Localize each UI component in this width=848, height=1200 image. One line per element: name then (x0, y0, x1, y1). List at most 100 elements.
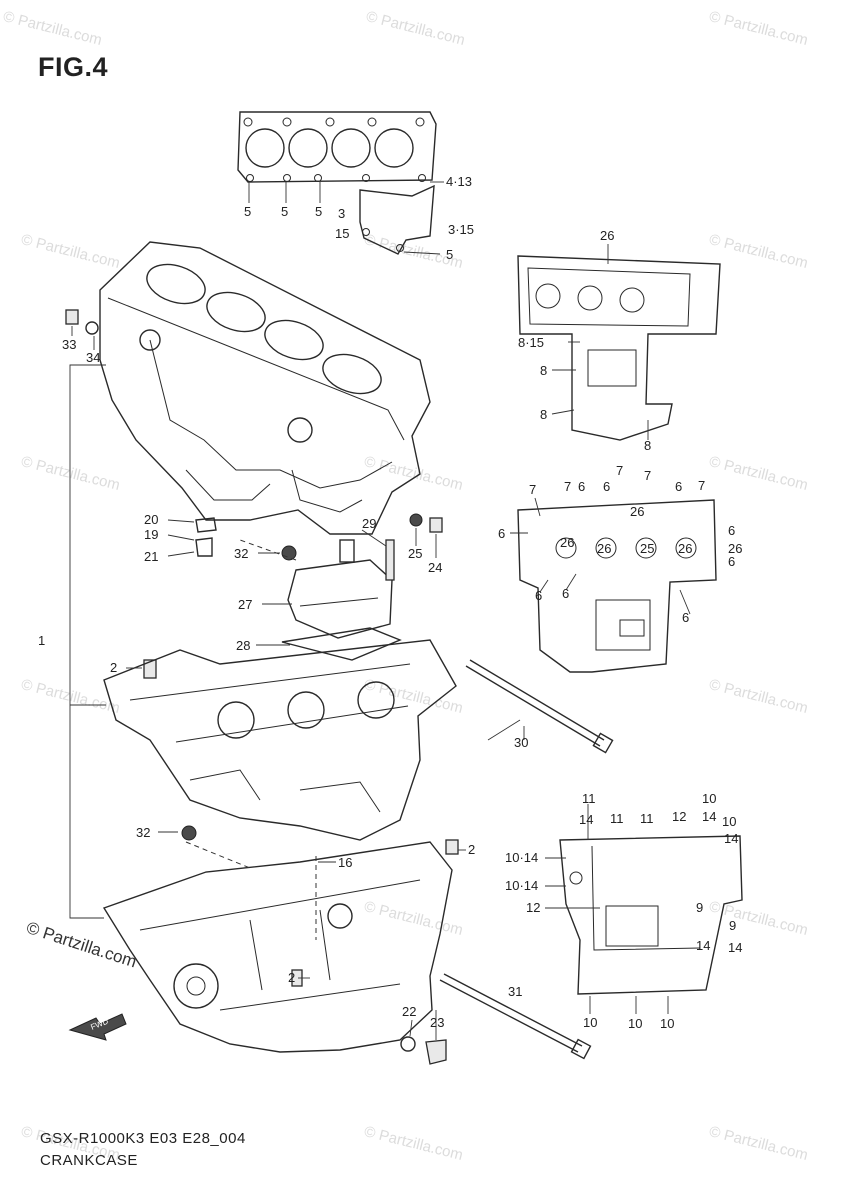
callout: 6 (682, 610, 689, 625)
crankcase-bolt-31 (439, 973, 592, 1060)
callout: 7 (529, 482, 536, 497)
callout: 21 (144, 549, 158, 564)
crankcase-bolt-30 (465, 659, 614, 754)
callout: 6 (728, 554, 735, 569)
callout: 1 (38, 633, 45, 648)
callout: 2 (110, 660, 117, 675)
callout: 10·14 (505, 878, 538, 893)
figure-title: FIG.4 (38, 52, 109, 82)
callout: 8 (644, 438, 651, 453)
upper-crankcase-illustration (99, 241, 431, 535)
diagram-name: CRANKCASE (40, 1152, 138, 1169)
callout: 7 (616, 463, 623, 478)
callout: 6 (535, 588, 542, 603)
callout: 28 (236, 638, 250, 653)
callout: 14 (728, 940, 742, 955)
washer-34 (85, 321, 99, 335)
callout: 6 (603, 479, 610, 494)
callout: 7 (698, 478, 705, 493)
callout: 11 (640, 811, 654, 826)
callout: 26 (600, 228, 614, 243)
callout: 32 (234, 546, 248, 561)
washer-22 (400, 1036, 416, 1052)
callout: 15 (335, 226, 349, 241)
plug-24 (429, 517, 443, 533)
drain-plug-23 (425, 1039, 447, 1065)
callout: 10 (702, 791, 716, 806)
washer-25 (409, 513, 423, 527)
callout: 9 (729, 918, 736, 933)
callout: 3 (338, 206, 345, 221)
callout: 26 (630, 504, 644, 519)
callout: 34 (86, 350, 100, 365)
callout: 8 (540, 363, 547, 378)
callout: 6 (498, 526, 505, 541)
callout: 12 (672, 809, 686, 824)
callout: 24 (428, 560, 442, 575)
callout: 14 (696, 938, 710, 953)
callout: 29 (362, 516, 376, 531)
callout: 11 (582, 791, 596, 806)
callout: 25 (640, 541, 654, 556)
fitting-21 (195, 537, 213, 557)
callout: 2 (468, 842, 475, 857)
callout: 8·15 (518, 335, 544, 350)
callout: 26 (678, 541, 692, 556)
head-gasket-illustration (237, 111, 437, 255)
callout: 8 (540, 407, 547, 422)
callout: 10 (722, 814, 736, 829)
fitting-20 (195, 517, 217, 533)
callout: 11 (610, 811, 624, 826)
callout: 7 (644, 468, 651, 483)
callout: 6 (675, 479, 682, 494)
callout: 26 (728, 541, 742, 556)
callout: 9 (696, 900, 703, 915)
callout: 10 (628, 1016, 642, 1031)
callout: 14 (702, 809, 716, 824)
callout: 5 (281, 204, 288, 219)
callout: 30 (514, 735, 528, 750)
callout: 16 (338, 855, 352, 870)
callout: 5 (244, 204, 251, 219)
lower-crankcase-illustration (102, 841, 453, 1053)
callout: 31 (508, 984, 522, 999)
callout: 23 (430, 1015, 444, 1030)
callout: 32 (136, 825, 150, 840)
callout: 20 (144, 512, 158, 527)
model-code: GSX-R1000K3 E03 E28_004 (40, 1130, 246, 1147)
callout: 5 (315, 204, 322, 219)
callout: 27 (238, 597, 252, 612)
callout: 10 (583, 1015, 597, 1030)
callout: 12 (526, 900, 540, 915)
middle-crankcase-illustration (103, 639, 457, 841)
callout: 26 (597, 541, 611, 556)
callout: 19 (144, 527, 158, 542)
oil-cover-illustration (281, 539, 402, 661)
callout: 14 (724, 831, 738, 846)
callout: 14 (579, 812, 593, 827)
callout: 26 (560, 535, 574, 550)
callout: 6 (578, 479, 585, 494)
crankcase-bottom-view (559, 835, 743, 995)
callout: 25 (408, 546, 422, 561)
callout: 6 (562, 586, 569, 601)
callout: 22 (402, 1004, 416, 1019)
callout: 33 (62, 337, 76, 352)
callout: 10·14 (505, 850, 538, 865)
callout: 4·13 (446, 174, 472, 189)
crankcase-top-view-1 (517, 255, 721, 441)
fwd-arrow-icon: FWD (68, 1013, 127, 1041)
bolt-29 (385, 539, 395, 581)
callout: 6 (728, 523, 735, 538)
bolt-33 (65, 309, 79, 325)
callout: 5 (446, 247, 453, 262)
callout: 10 (660, 1016, 674, 1031)
callout: 3·15 (448, 222, 474, 237)
dowel-pin-2 (143, 659, 157, 679)
callout: 2 (288, 970, 295, 985)
dowel-pin-2b (445, 839, 459, 855)
crankcase-top-view-2 (517, 499, 717, 673)
